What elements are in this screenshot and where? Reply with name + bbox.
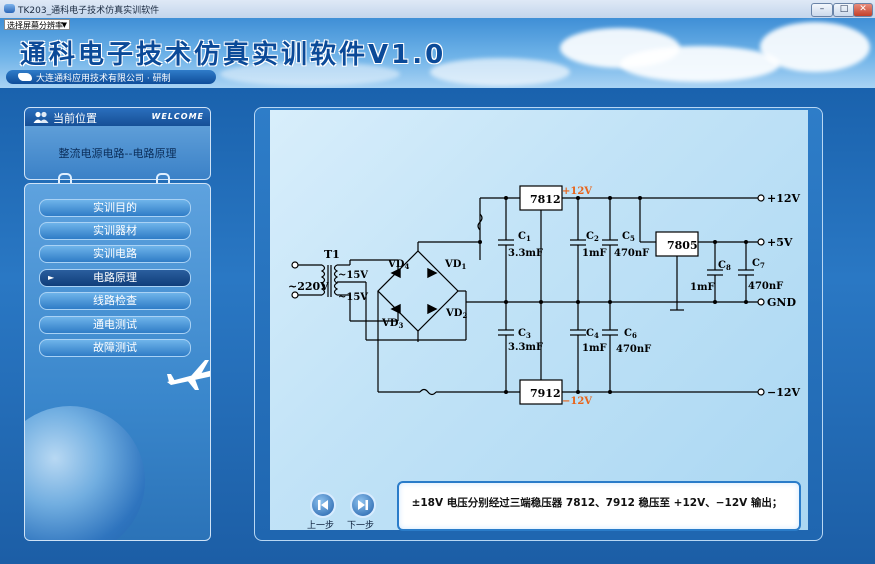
- secondary-bottom-label: ~15V: [338, 292, 368, 303]
- next-step-button[interactable]: [350, 492, 376, 518]
- diode-vd1-label: VD1: [444, 259, 466, 271]
- cap-c2-label: C2: [586, 231, 599, 243]
- company-ribbon: 大连通科应用技术有限公司 · 研制: [6, 70, 216, 84]
- cap-c3-label: C3: [518, 328, 531, 340]
- users-icon: [33, 111, 49, 123]
- menu-item-training-purpose[interactable]: 实训目的: [39, 199, 191, 217]
- menu-item-label: 电路原理: [93, 271, 137, 284]
- company-name: 大连通科应用技术有限公司 · 研制: [36, 74, 171, 84]
- location-panel-title: 当前位置: [53, 112, 97, 125]
- cap-c2-value: 1mF: [582, 248, 607, 259]
- regulator-7812-label: 7812: [530, 193, 561, 206]
- company-logo-icon: [18, 73, 32, 81]
- input-voltage-label: ~220V: [288, 280, 329, 293]
- cap-c4-value: 1mF: [582, 343, 607, 354]
- reg-out-pos-label: +12V: [562, 186, 592, 197]
- cap-c1-label: C1: [518, 231, 531, 243]
- menu-item-training-circuit[interactable]: 实训电路: [39, 245, 191, 263]
- welcome-label: WELCOME: [151, 112, 204, 121]
- menu-item-training-equipment[interactable]: 实训器材: [39, 222, 191, 240]
- maximize-button[interactable]: □: [833, 3, 855, 17]
- cap-c3-value: 3.3mF: [508, 342, 543, 353]
- diode-vd4-label: VD4: [387, 259, 409, 271]
- cap-c8-value: 1mF: [690, 282, 715, 293]
- window-title-bar: TK203_通科电子技术仿真实训软件 – □ ✕: [0, 0, 875, 19]
- cap-c5-value: 470nF: [614, 248, 649, 259]
- transformer-label: T1: [324, 248, 340, 261]
- prev-step-button[interactable]: [310, 492, 336, 518]
- airplane-image: [167, 360, 210, 390]
- globe-image: [25, 406, 145, 540]
- cap-c7-label: C7: [752, 258, 765, 270]
- menu-panel: [24, 183, 211, 541]
- active-arrow-icon: ►: [48, 273, 55, 282]
- dropdown-arrow-icon: ▼: [61, 21, 67, 29]
- menu-item-fault-test[interactable]: 故障测试: [39, 339, 191, 357]
- secondary-top-label: ~15V: [338, 270, 368, 281]
- location-panel: 当前位置 WELCOME 整流电源电路--电路原理: [24, 107, 211, 180]
- resolution-select-value: 选择屏幕分辨率: [7, 21, 63, 30]
- reg-out-neg-label: −12V: [562, 396, 592, 407]
- window-title: TK203_通科电子技术仿真实训软件: [18, 6, 160, 16]
- cap-c4-label: C4: [586, 328, 599, 340]
- menu-item-power-on-test[interactable]: 通电测试: [39, 316, 191, 334]
- cap-c8-label: C8: [718, 260, 731, 272]
- minimize-button[interactable]: –: [811, 3, 833, 17]
- output-plus5-label: +5V: [767, 236, 793, 249]
- output-plus12-label: +12V: [767, 192, 801, 205]
- menu-item-circuit-principle[interactable]: ► 电路原理: [39, 269, 191, 287]
- output-minus12-label: −12V: [767, 386, 801, 399]
- cap-c1-value: 3.3mF: [508, 248, 543, 259]
- circuit-canvas: ~220V T1 ~15V ~15V VD4 VD1 VD3 VD2: [270, 110, 808, 530]
- regulator-7805-label: 7805: [667, 239, 698, 252]
- resolution-select[interactable]: 选择屏幕分辨率 ▼: [4, 19, 70, 30]
- description-text: ±18V 电压分别经过三端稳压器 7812、7912 稳压至 +12V、−12V…: [411, 497, 783, 509]
- app-icon: [4, 4, 15, 13]
- menu-item-wiring-check[interactable]: 线路检查: [39, 292, 191, 310]
- prev-step-label: 上一步: [307, 521, 335, 531]
- cap-c6-label: C6: [624, 328, 637, 340]
- output-gnd-label: GND: [767, 296, 796, 309]
- location-panel-header: 当前位置 WELCOME: [25, 108, 210, 126]
- regulator-7912-label: 7912: [530, 387, 561, 400]
- next-step-icon: [358, 500, 368, 510]
- diode-vd2-label: VD2: [445, 308, 467, 320]
- circuit-diagram: ~220V T1 ~15V ~15V VD4 VD1 VD3 VD2: [288, 185, 801, 407]
- close-button[interactable]: ✕: [853, 3, 873, 17]
- prev-step-icon: [318, 500, 328, 510]
- next-step-label: 下一步: [347, 521, 375, 531]
- cap-c5-label: C5: [622, 231, 635, 243]
- cap-c6-value: 470nF: [616, 344, 651, 355]
- diode-vd3-label: VD3: [381, 318, 403, 330]
- app-title: 通科电子技术仿真实训软件V1.0: [20, 40, 447, 70]
- description-box: [397, 481, 801, 531]
- current-location: 整流电源电路--电路原理: [58, 147, 177, 160]
- cap-c7-value: 470nF: [748, 281, 783, 292]
